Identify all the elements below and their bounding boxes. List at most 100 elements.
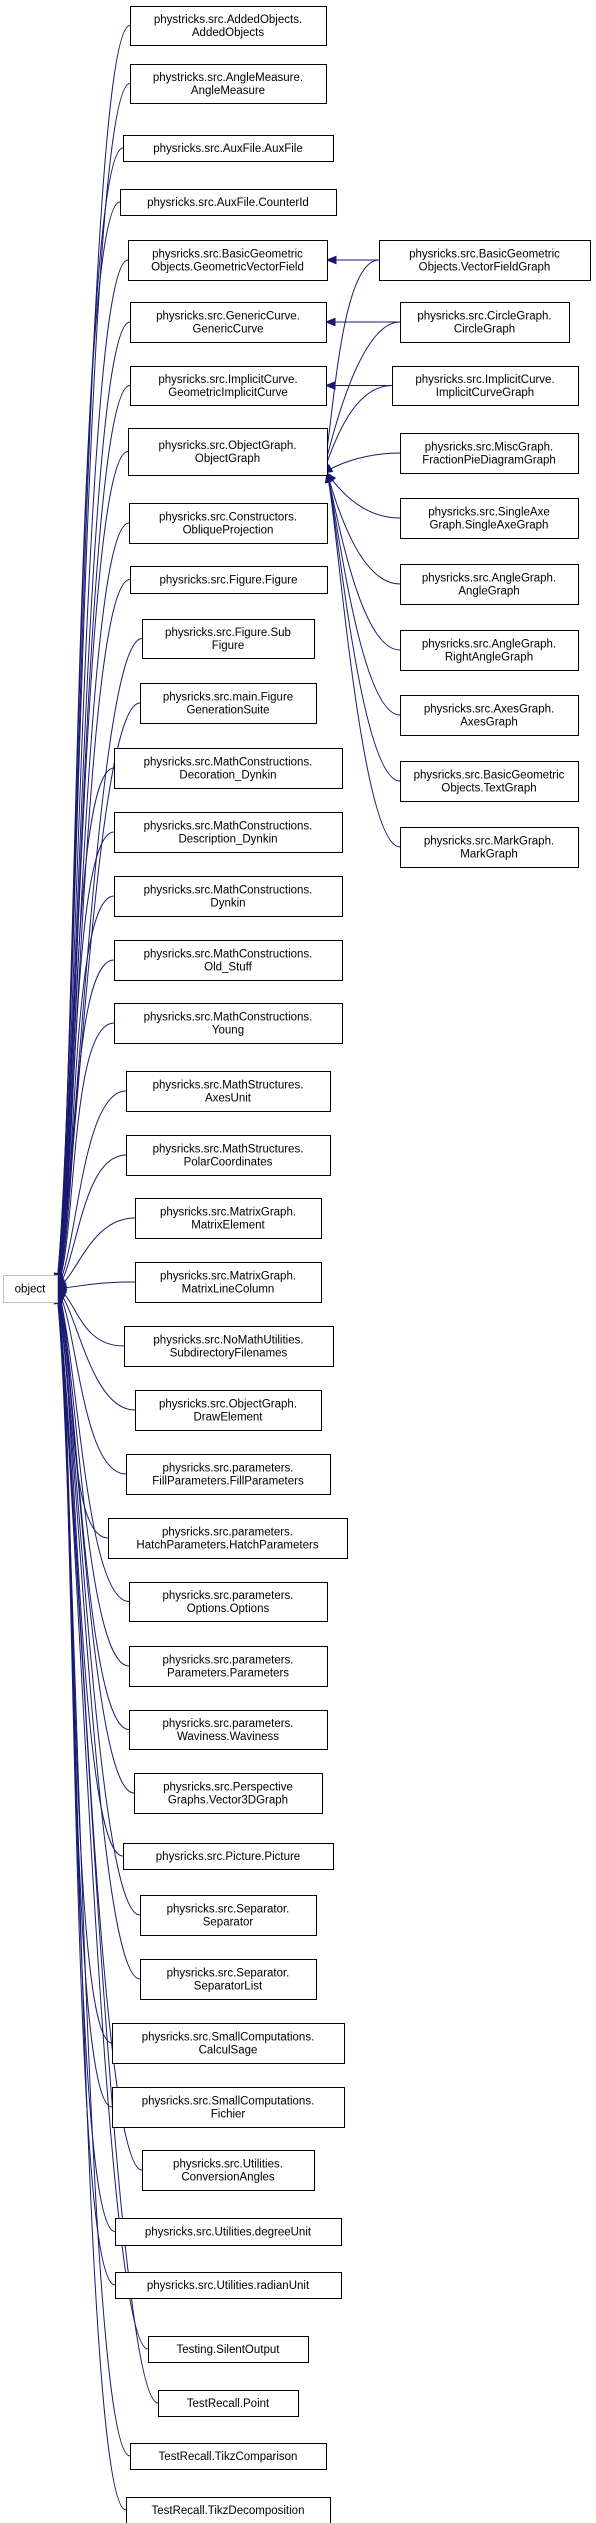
edge-angle-measure-to-object [53, 83, 131, 1284]
node-box [142, 619, 315, 659]
class-node-vector-field-graph[interactable]: physricks.src.BasicGeometricObjects.Vect… [379, 240, 591, 281]
arrowhead [324, 381, 336, 390]
class-node-waviness[interactable]: physricks.src.parameters.Waviness.Wavine… [129, 1710, 328, 1750]
class-node-added-objects[interactable]: phystricks.src.AddedObjects.AddedObjects [130, 6, 327, 46]
class-node-fichier[interactable]: physricks.src.SmallComputations.Fichier [112, 2087, 345, 2128]
node-box [129, 1646, 328, 1687]
node-box [108, 1518, 348, 1559]
class-node-circle-graph[interactable]: physricks.src.CircleGraph.CircleGraph [400, 302, 570, 343]
class-node-silent-output[interactable]: Testing.SilentOutput [148, 2336, 309, 2363]
class-node-point[interactable]: TestRecall.Point [158, 2390, 299, 2417]
node-label-line: physricks.src.SingleAxe [428, 507, 549, 519]
class-node-tikz-decomposition[interactable]: TestRecall.TikzDecomposition [126, 2497, 331, 2523]
node-box [115, 2218, 342, 2246]
class-node-parameters[interactable]: physricks.src.parameters.Parameters.Para… [129, 1646, 328, 1687]
node-box [400, 498, 579, 539]
class-node-degree-unit[interactable]: physricks.src.Utilities.degreeUnit [115, 2218, 342, 2246]
class-node-fill-parameters[interactable]: physricks.src.parameters.FillParameters.… [126, 1454, 331, 1495]
node-label-line: DrawElement [193, 1412, 263, 1424]
edge-line [56, 1294, 159, 2404]
class-node-oblique-projection[interactable]: physricks.src.Constructors.ObliqueProjec… [129, 503, 328, 544]
node-label-line: physricks.src.NoMathUtilities. [153, 1335, 303, 1347]
node-label-line: physricks.src.ObjectGraph. [159, 1399, 297, 1411]
class-node-polar-coordinates[interactable]: physricks.src.MathStructures.PolarCoordi… [126, 1135, 331, 1176]
node-label-line: physricks.src.Constructors. [159, 512, 297, 524]
class-node-generic-curve[interactable]: physricks.src.GenericCurve.GenericCurve [130, 302, 327, 343]
node-label-line: physricks.src.parameters. [162, 1527, 293, 1539]
class-node-draw-element[interactable]: physricks.src.ObjectGraph.DrawElement [135, 1390, 322, 1431]
class-node-fraction-pie-diagram-graph[interactable]: physricks.src.MiscGraph.FractionPieDiagr… [400, 433, 579, 474]
class-node-axes-graph[interactable]: physricks.src.AxesGraph.AxesGraph [400, 695, 579, 736]
class-node-old-stuff[interactable]: physricks.src.MathConstructions.Old_Stuf… [114, 940, 343, 981]
class-node-mark-graph[interactable]: physricks.src.MarkGraph.MarkGraph [400, 827, 579, 868]
node-box [114, 876, 343, 917]
node-label-line: physricks.src.SmallComputations. [142, 2032, 315, 2044]
class-node-tikz-comparison[interactable]: TestRecall.TikzComparison [130, 2443, 327, 2470]
class-node-subdirectory-filenames[interactable]: physricks.src.NoMathUtilities.Subdirecto… [124, 1326, 334, 1367]
class-node-angle-graph[interactable]: physricks.src.AngleGraph.AngleGraph [400, 564, 579, 605]
node-box [130, 64, 327, 104]
class-node-decoration-dynkin[interactable]: physricks.src.MathConstructions.Decorati… [114, 748, 343, 789]
class-node-aux-file[interactable]: physricks.src.AuxFile.AuxFile [123, 135, 334, 162]
class-node-radian-unit[interactable]: physricks.src.Utilities.radianUnit [115, 2272, 342, 2299]
node-box [142, 2150, 315, 2191]
class-node-separator-list[interactable]: physricks.src.Separator.SeparatorList [140, 1959, 317, 2000]
node-label-line: physricks.src.Separator. [167, 1968, 290, 1980]
arrowhead [324, 317, 336, 327]
class-node-hatch-parameters[interactable]: physricks.src.parameters.HatchParameters… [108, 1518, 348, 1559]
edge-line [56, 1288, 136, 1411]
node-box [400, 761, 579, 802]
edge-old-stuff-to-object [56, 959, 115, 1289]
edge-circle-graph-to-generic-curve [324, 317, 400, 327]
class-node-vector3-dgraph[interactable]: physricks.src.PerspectiveGraphs.Vector3D… [134, 1773, 323, 1814]
node-label-line: FractionPieDiagramGraph [422, 455, 556, 467]
class-node-axes-unit[interactable]: physricks.src.MathStructures.AxesUnit [126, 1071, 331, 1112]
node-label-line: physricks.src.AngleGraph. [422, 573, 556, 585]
class-node-calcul-sage[interactable]: physricks.src.SmallComputations.CalculSa… [112, 2023, 345, 2064]
class-node-text-graph[interactable]: physricks.src.BasicGeometricObjects.Text… [400, 761, 579, 802]
class-node-matrix-line-column[interactable]: physricks.src.MatrixGraph.MatrixLineColu… [135, 1262, 322, 1303]
node-box [135, 1390, 322, 1431]
class-node-single-axe-graph[interactable]: physricks.src.SingleAxeGraph.SingleAxeGr… [400, 498, 579, 539]
root-node-object[interactable]: object [3, 1275, 58, 1303]
edge-line [56, 1290, 130, 1667]
node-label-line: physricks.src.MathStructures. [153, 1144, 304, 1156]
node-box [140, 683, 317, 724]
node-box [135, 1262, 322, 1303]
class-node-options[interactable]: physricks.src.parameters.Options.Options [129, 1582, 328, 1622]
class-node-dynkin[interactable]: physricks.src.MathConstructions.Dynkin [114, 876, 343, 917]
class-node-geometric-vector-field[interactable]: physricks.src.BasicGeometricObjects.Geom… [128, 240, 328, 281]
edge-separator-to-object [54, 1290, 141, 1916]
class-node-object-graph[interactable]: physricks.src.ObjectGraph.ObjectGraph [128, 428, 328, 476]
edge-degree-unit-to-object [54, 1291, 116, 2232]
class-node-matrix-element[interactable]: physricks.src.MatrixGraph.MatrixElement [135, 1198, 322, 1239]
class-node-geometric-implicit-curve[interactable]: physricks.src.ImplicitCurve.GeometricImp… [130, 366, 327, 406]
edge-line [56, 522, 130, 1285]
edge-line [56, 1290, 135, 1794]
class-node-separator[interactable]: physricks.src.Separator.Separator [140, 1895, 317, 1936]
class-node-right-angle-graph[interactable]: physricks.src.AngleGraph.RightAngleGraph [400, 630, 579, 671]
node-label-line: Fichier [211, 2109, 246, 2121]
edge-vector-field-graph-to-geometric-vector-field [325, 255, 379, 265]
class-node-description-dynkin[interactable]: physricks.src.MathConstructions.Descript… [114, 812, 343, 853]
node-label-line: AddedObjects [192, 27, 264, 39]
node-label-line: Graphs.Vector3DGraph [168, 1795, 288, 1807]
node-label-line: Dynkin [210, 898, 245, 910]
class-node-young[interactable]: physricks.src.MathConstructions.Young [114, 1003, 343, 1044]
edge-line [56, 451, 129, 1285]
edge-silent-output-to-object [53, 1292, 149, 2350]
class-node-implicit-curve-graph[interactable]: physricks.src.ImplicitCurve.ImplicitCurv… [392, 366, 579, 406]
class-node-counter-id[interactable]: physricks.src.AuxFile.CounterId [120, 189, 337, 216]
class-node-conversion-angles[interactable]: physricks.src.Utilities.ConversionAngles [142, 2150, 315, 2191]
node-box [126, 2497, 331, 2523]
class-node-figure[interactable]: physricks.src.Figure.Figure [130, 566, 328, 594]
node-box [130, 302, 327, 343]
class-node-picture[interactable]: physricks.src.Picture.Picture [123, 1843, 334, 1870]
edge-line [56, 1281, 136, 1289]
node-box [126, 1071, 331, 1112]
edge-line [326, 472, 401, 716]
class-node-angle-measure[interactable]: phystricks.src.AngleMeasure.AngleMeasure [130, 64, 327, 104]
node-label-line: physricks.src.MathConstructions. [144, 1012, 313, 1024]
